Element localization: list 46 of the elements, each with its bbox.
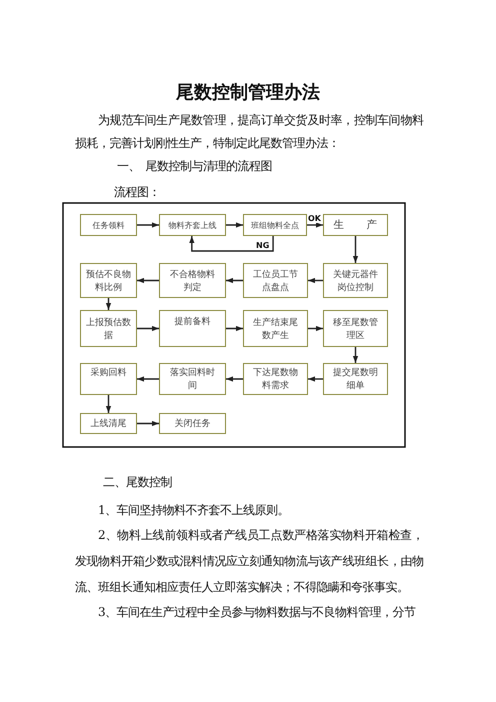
process-box: 关键元器件岗位控制	[323, 263, 388, 298]
section-heading: 二、尾数控制	[103, 474, 172, 490]
arrow	[106, 395, 112, 413]
arrow	[226, 326, 243, 332]
arrow	[137, 376, 159, 382]
process-box: 上报预估数据	[80, 310, 137, 347]
list-item: 1、车间坚持物料不齐套不上线原则。	[98, 502, 290, 518]
arrow	[308, 376, 323, 382]
arrow	[189, 236, 274, 252]
arrow	[352, 347, 358, 363]
process-box: 生产结束尾数产生	[243, 310, 308, 347]
arrow	[226, 376, 243, 382]
process-box: 生 产	[323, 214, 388, 236]
process-box: 移至尾数管理区	[323, 310, 388, 347]
arrow	[137, 222, 159, 228]
title: 尾数控制管理办法	[176, 82, 320, 104]
arrow	[308, 326, 323, 332]
edge-label: OK	[308, 214, 321, 223]
process-box: 工位员工节点盘点	[243, 263, 308, 298]
list-item: 2、物料上线前领料或者产线员工点数严格落实物料开箱检查，发现物料开箱少数或混料情况应立刻通知物流与该产线班组长，由物流、班组长通知相应责任人立即落实解决；不得隐瞒和夸张事实。	[75, 527, 424, 596]
process-box: 提交尾数明细单	[323, 363, 388, 395]
process-box: 采购回料	[80, 363, 137, 395]
process-box: 关闭任务	[159, 413, 226, 434]
arrow	[226, 222, 243, 228]
process-box: 上线清尾	[80, 413, 137, 434]
arrow	[352, 236, 358, 263]
process-box: 预估不良物料比例	[80, 263, 137, 298]
section-heading: 一、 尾数控制与清理的流程图	[117, 158, 272, 174]
paragraph: 为规范车间生产尾数管理，提高订单交货及时率，控制车间物料损耗，完善计划刚性生产，特制定此尾数管理办法：	[75, 112, 424, 152]
arrow	[307, 222, 323, 228]
process-box: 提前备料	[159, 310, 226, 347]
process-box: 班组物料全点	[243, 214, 307, 236]
arrow	[137, 278, 159, 284]
edge-label: NG	[256, 241, 270, 250]
figure-label: 流程图：	[114, 184, 160, 200]
arrow	[106, 298, 112, 310]
process-box: 物料齐套上线	[159, 214, 226, 236]
process-box: 落实回料时间	[159, 363, 226, 395]
arrow	[137, 326, 159, 332]
process-box: 任务领料	[80, 214, 137, 236]
list-item: 3、车间在生产过程中全员参与物料数据与不良物料管理，分节	[98, 604, 416, 620]
arrow	[137, 420, 159, 426]
process-box: 不合格物料判定	[159, 263, 226, 298]
process-box: 下达尾数物料需求	[243, 363, 308, 395]
arrow	[308, 278, 323, 284]
arrow	[226, 278, 243, 284]
